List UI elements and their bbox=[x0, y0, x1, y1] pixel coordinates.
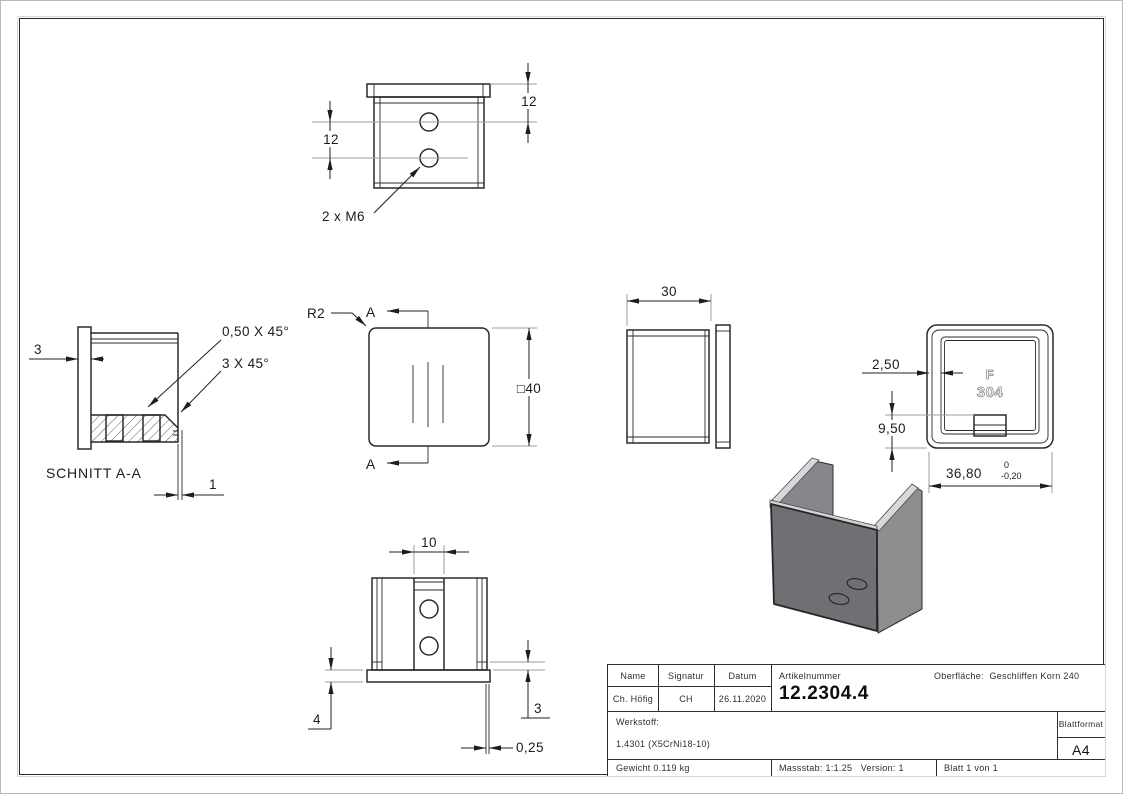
name-label: Name bbox=[620, 671, 646, 681]
tolerance-upper: 0 bbox=[1004, 460, 1009, 470]
scale-value: Massstab: 1:1.25 bbox=[779, 763, 853, 773]
title-block-divider bbox=[1057, 711, 1059, 759]
emboss-text-top: F bbox=[986, 367, 994, 382]
signature-label: Signatur bbox=[668, 671, 704, 681]
date-value: 26.11.2020 bbox=[718, 694, 767, 704]
drawing-frame bbox=[19, 18, 1104, 775]
article-number-label: Artikelnummer bbox=[779, 671, 841, 681]
frame-shadow bbox=[17, 16, 1106, 777]
dim-inner-width: 36,80 bbox=[946, 466, 982, 481]
dim-depth: 30 bbox=[661, 284, 677, 299]
part-hole-1 bbox=[846, 578, 868, 590]
title-block-divider bbox=[658, 665, 660, 711]
material-label: Werkstoff: bbox=[616, 717, 660, 727]
dim-tab-offset: 9,50 bbox=[878, 421, 906, 436]
top-view: 12 12 2 x M6 bbox=[312, 63, 539, 224]
section-view: 3 0,50 X 45° 3 X 45° SCHNITT A-A 1 bbox=[29, 324, 289, 500]
title-block-divider bbox=[771, 665, 773, 711]
cut-label-bottom: A bbox=[366, 456, 376, 472]
title-block-divider bbox=[936, 759, 938, 776]
dim-plate-thickness-bottom: 4 bbox=[313, 712, 321, 727]
weight-value: Gewicht 0.119 kg bbox=[616, 763, 690, 773]
signature-value: CH bbox=[679, 694, 693, 704]
title-block-divider bbox=[608, 686, 771, 688]
dim-plate-thickness: 3 bbox=[34, 342, 42, 357]
cut-label-top: A bbox=[366, 304, 376, 320]
dim-lip: 0,25 bbox=[516, 740, 544, 755]
material-value: 1.4301 (X5CrNi18-10) bbox=[616, 739, 711, 749]
name-value: Ch. Höfig bbox=[612, 694, 654, 704]
surface-spec: Oberfläche: Geschliffen Korn 240 bbox=[934, 671, 1079, 681]
title-block-divider bbox=[608, 711, 1105, 713]
surface-label: Oberfläche: bbox=[934, 671, 984, 681]
sheet-format-value: A4 bbox=[1071, 742, 1091, 758]
dim-hole-to-edge: 12 bbox=[521, 94, 537, 109]
dim-hole-spacing: 12 bbox=[323, 132, 339, 147]
chamfer-small-callout: 0,50 X 45° bbox=[222, 324, 289, 339]
isometric-view bbox=[769, 457, 923, 634]
thread-callout: 2 x M6 bbox=[322, 209, 365, 224]
front-view: A A R2 □40 bbox=[307, 304, 553, 472]
section-title: SCHNITT A-A bbox=[46, 465, 142, 481]
sheet-number: Blatt 1 von 1 bbox=[944, 763, 998, 773]
scale-and-version: Massstab: 1:1.25 Version: 1 bbox=[779, 763, 904, 773]
article-number: 12.2304.4 bbox=[779, 683, 869, 704]
tolerance-lower: -0,20 bbox=[1001, 471, 1022, 481]
corner-radius-callout: R2 bbox=[307, 306, 325, 321]
dim-step: 3 bbox=[534, 701, 542, 716]
title-block: Name Signatur Datum Ch. Höfig CH 26.11.2… bbox=[607, 664, 1105, 776]
sheet-format-label: Blattformat bbox=[1058, 719, 1104, 729]
version-value: Version: 1 bbox=[860, 763, 904, 773]
part-front-plate bbox=[770, 503, 878, 632]
dim-clearance: 1 bbox=[209, 477, 217, 492]
dim-channel-width: 10 bbox=[421, 535, 437, 550]
title-block-divider bbox=[1057, 737, 1105, 739]
date-label: Datum bbox=[728, 671, 757, 681]
dim-wall-thickness: 2,50 bbox=[872, 357, 900, 372]
surface-value: Geschliffen Korn 240 bbox=[989, 671, 1080, 681]
part-hole-2 bbox=[828, 593, 850, 605]
title-block-divider bbox=[714, 665, 716, 711]
dim-square-size: □40 bbox=[517, 381, 541, 396]
side-view: 30 bbox=[626, 284, 731, 449]
chamfer-big-callout: 3 X 45° bbox=[222, 356, 269, 371]
title-block-divider bbox=[608, 759, 1105, 761]
emboss-text-bottom: 304 bbox=[977, 384, 1004, 401]
bottom-view: 10 4 3 0,25 bbox=[308, 535, 550, 755]
title-block-divider bbox=[771, 759, 773, 776]
back-view: F 304 2,50 9,50 36,80 0 -0,20 bbox=[862, 324, 1054, 493]
